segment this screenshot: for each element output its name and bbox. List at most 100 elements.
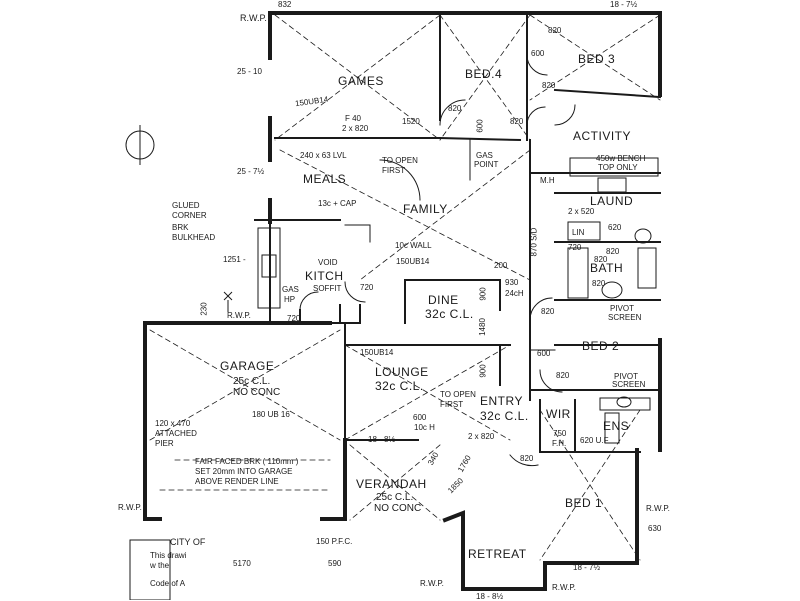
- note-glued-2: CORNER: [172, 211, 207, 220]
- dim-600-a: 600: [531, 49, 545, 58]
- room-bed2: BED 2: [582, 339, 620, 353]
- note-gas-hp-2: HP: [284, 295, 296, 304]
- dim-600-d: 600: [413, 413, 427, 422]
- dim-25-10: 25 - 10: [237, 67, 262, 76]
- room-family: FAMILY: [403, 202, 448, 216]
- room-activity: ACTIVITY: [573, 129, 632, 143]
- note-rwp-right: R.W.P.: [646, 504, 670, 513]
- note-fin: 630: [648, 524, 662, 533]
- note-pfc: 150 P.F.C.: [316, 537, 353, 546]
- room-bed3: BED 3: [578, 52, 616, 66]
- dim-820-h: 820: [594, 255, 608, 264]
- note-gas-hp: GAS: [282, 285, 299, 294]
- note-face-brk: FAIR FACED BRK ( 110mm ): [195, 457, 299, 466]
- note-face-brk-3: ABOVE RENDER LINE: [195, 477, 279, 486]
- dim-25-7: 25 - 7½: [237, 167, 265, 176]
- dim-230: 230: [199, 302, 209, 316]
- note-10ch: 10c H: [414, 423, 435, 432]
- note-entry-open-2: FIRST: [440, 400, 464, 409]
- note-entry-open: TO OPEN: [440, 390, 476, 399]
- note-brk: BRK: [172, 223, 189, 232]
- dim-620: 620: [608, 223, 622, 232]
- note-city-of: CITY OF: [170, 537, 206, 547]
- note-pier: 120 x 470: [155, 419, 191, 428]
- door-swings: [299, 54, 576, 467]
- room-wir: WIR: [546, 407, 571, 421]
- dim-200: 200: [494, 261, 508, 270]
- note-glued: GLUED: [172, 201, 200, 210]
- room-entry-ceiling: 32c C.L.: [480, 409, 529, 423]
- room-retreat: RETREAT: [468, 547, 527, 561]
- note-to-open: TO OPEN: [382, 156, 418, 165]
- dim-5170: 5170: [233, 559, 251, 568]
- dim-832: 832: [278, 0, 292, 9]
- dim-720-b: 720: [287, 314, 301, 323]
- room-laund: LAUND: [590, 194, 634, 208]
- dim-590: 590: [328, 559, 342, 568]
- note-cap: 13c + CAP: [318, 199, 357, 208]
- note-pivot-b-2: SCREEN: [612, 380, 646, 389]
- note-rwp-left-2: R.W.P.: [118, 503, 142, 512]
- note-gas-point-2: POINT: [474, 160, 499, 169]
- note-pivot-b: PIVOT: [614, 372, 639, 381]
- note-entry-width: 2 x 820: [468, 432, 495, 441]
- dim-600-c: 600: [537, 349, 551, 358]
- note-f40-width: 2 x 820: [342, 124, 369, 133]
- dim-820-i: 820: [592, 279, 606, 288]
- note-rwp-left: R.W.P.: [227, 311, 251, 320]
- note-pier-2: ATTACHED: [155, 429, 197, 438]
- note-w-the: w the: [150, 561, 170, 570]
- room-verandah: VERANDAH: [356, 477, 427, 491]
- room-ens: ENS: [603, 419, 630, 433]
- note-void: VOID: [318, 258, 338, 267]
- room-bed4: BED.4: [465, 67, 503, 81]
- dim-720-a: 720: [360, 283, 374, 292]
- dim-820-g: 820: [520, 454, 534, 463]
- dim-2x520: 2 x 520: [568, 207, 595, 216]
- room-garage-ceiling: 25c C.L.: [233, 376, 271, 387]
- note-rwp-bottom: R.W.P.: [420, 579, 444, 588]
- dim-620-uf: 620 U.F: [580, 436, 609, 445]
- room-garage: GARAGE: [220, 359, 275, 373]
- note-beam-garage: 180 UB 16: [252, 410, 290, 419]
- dim-820-b: 820: [510, 117, 524, 126]
- internal-walls: [254, 12, 662, 453]
- dim-820-c: 820: [548, 26, 562, 35]
- dim-1480: 1480: [477, 318, 487, 336]
- dim-900-a: 900: [478, 287, 488, 301]
- dim-1520: 1520: [402, 117, 420, 126]
- room-verandah-ceiling: 25c C.L.: [376, 492, 414, 503]
- dim-18-7: 18 - 7½: [573, 563, 601, 572]
- gas-marker: [223, 291, 233, 312]
- note-lin: LIN: [572, 228, 585, 237]
- room-kitch: KITCH: [305, 269, 344, 283]
- note-beam-lounge: 150UB14: [360, 348, 394, 357]
- section-marker: [125, 125, 155, 165]
- dim-600-b: 600: [475, 119, 485, 133]
- note-mh: M.H: [540, 176, 555, 185]
- note-to-open-2: FIRST: [382, 166, 406, 175]
- room-lounge: LOUNGE: [375, 365, 429, 379]
- note-pier-3: PIER: [155, 439, 174, 448]
- note-lvl: 240 x 63 LVL: [300, 151, 347, 160]
- note-fh: F.H.: [552, 439, 567, 448]
- note-pivot: PIVOT: [610, 304, 635, 313]
- dim-18-7-b: 18 - 7½: [610, 0, 638, 9]
- room-lounge-ceiling: 32c C.L.: [375, 379, 424, 393]
- dim-1251: 1251 -: [223, 255, 246, 264]
- room-garage-floor: NO CONC: [233, 387, 281, 398]
- note-rwp-bottom-2: R.W.P.: [552, 583, 576, 592]
- room-verandah-floor: NO CONC: [374, 503, 422, 514]
- note-this-draw: This drawi: [150, 551, 187, 560]
- room-entry: ENTRY: [480, 394, 523, 408]
- fixtures: [257, 59, 659, 444]
- note-face-brk-2: SET 20mm INTO GARAGE: [195, 467, 293, 476]
- dim-820-d: 820: [542, 81, 556, 90]
- note-gas-point: GAS: [476, 151, 493, 160]
- room-meals: MEALS: [303, 172, 347, 186]
- external-walls: [143, 11, 662, 591]
- note-code-of: Code of A: [150, 579, 186, 588]
- note-bench-2: TOP ONLY: [598, 163, 638, 172]
- note-soffit: SOFFIT: [313, 284, 342, 293]
